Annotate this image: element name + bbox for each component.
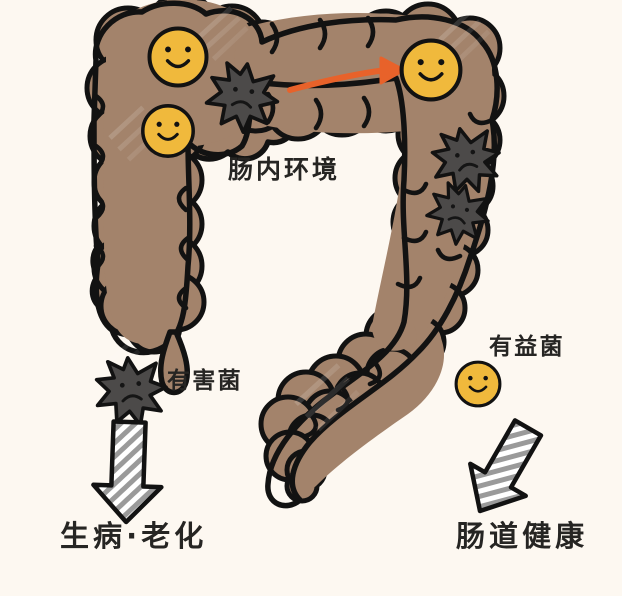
label-harmful-bacteria: 有害菌: [167, 368, 243, 394]
hatched-arrow-down-left: [91, 419, 164, 525]
hatched-arrow-down-right: [468, 418, 544, 514]
label-beneficial-bacteria: 有益菌: [489, 334, 565, 360]
label-outcome-gut-health: 肠道健康: [456, 519, 589, 553]
orange-flow-arrow: [287, 56, 406, 93]
legend-good-bacteria-icon: [454, 360, 502, 408]
colon-inner-fill: [103, 0, 493, 492]
label-intestinal-environment: 肠内环境: [228, 155, 341, 184]
label-outcome-illness-aging: 生病·老化: [60, 519, 208, 553]
good-bacteria-icon: [147, 26, 209, 88]
colon-drip: [157, 329, 190, 396]
good-bacteria-icon: [402, 41, 461, 100]
good-bacteria-icon: [141, 104, 195, 158]
colon-body: [84, 0, 507, 509]
